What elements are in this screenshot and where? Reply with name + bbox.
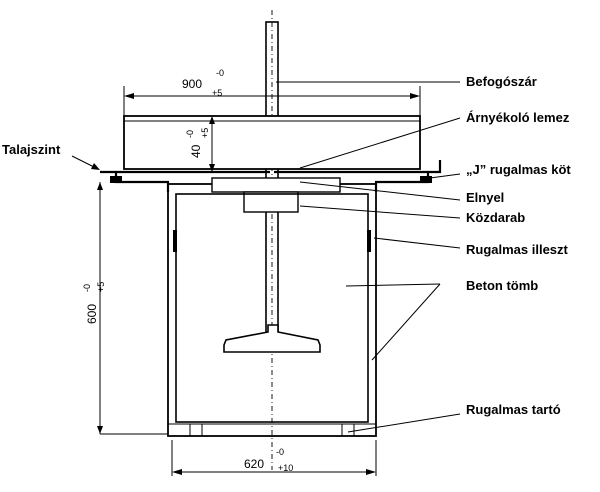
label-rugalmas-illeszt: Rugalmas illeszt bbox=[466, 242, 569, 257]
shield-plate bbox=[123, 115, 421, 170]
dim-plate-thickness-tol-upper: -0 bbox=[185, 130, 195, 138]
concrete-block bbox=[173, 193, 371, 423]
leader-lines bbox=[276, 81, 461, 433]
dim-bottom-width-value: 620 bbox=[244, 457, 264, 471]
clamping-rod bbox=[223, 10, 321, 470]
dim-plate-thickness-tol-lower: +5 bbox=[200, 128, 210, 138]
dim-bottom-width: 620 -0 +10 bbox=[171, 440, 377, 476]
label-kozdarab: Közdarab bbox=[466, 210, 525, 225]
absorber bbox=[211, 177, 341, 213]
dim-plate-thickness-value: 40 bbox=[189, 144, 203, 158]
dim-height-tol-lower: +5 bbox=[96, 282, 106, 292]
dim-top-width-value: 900 bbox=[182, 77, 202, 91]
dim-top-width-tol-lower: +5 bbox=[212, 88, 222, 98]
dim-bottom-width-tol-lower: +10 bbox=[278, 463, 293, 473]
dim-height-value: 600 bbox=[85, 304, 99, 324]
label-j-rugalmas-kot: „J” rugalmas köt bbox=[466, 162, 571, 177]
dim-plate-thickness: 40 -0 +5 bbox=[185, 116, 215, 172]
label-talajszint: Talajszint bbox=[2, 142, 61, 157]
ground-level-marker: Talajszint bbox=[2, 142, 100, 170]
label-elnyel: Elnyel bbox=[466, 190, 504, 205]
label-beton-tomb: Beton tömb bbox=[466, 278, 538, 293]
label-befogoszar: Befogószár bbox=[466, 74, 537, 89]
label-arnyekolo-lemez: Árnyékoló lemez bbox=[466, 110, 570, 125]
dim-height: 600 -0 +5 bbox=[82, 182, 168, 435]
label-rugalmas-tarto: Rugalmas tartó bbox=[466, 402, 561, 417]
component-labels: Befogószár Árnyékoló lemez „J” rugalmas … bbox=[466, 74, 571, 417]
dim-top-width-tol-upper: -0 bbox=[216, 68, 224, 78]
dim-bottom-width-tol-upper: -0 bbox=[276, 447, 284, 457]
dim-height-tol-upper: -0 bbox=[82, 284, 92, 292]
dim-top-width: 900 -0 +5 bbox=[123, 68, 421, 116]
